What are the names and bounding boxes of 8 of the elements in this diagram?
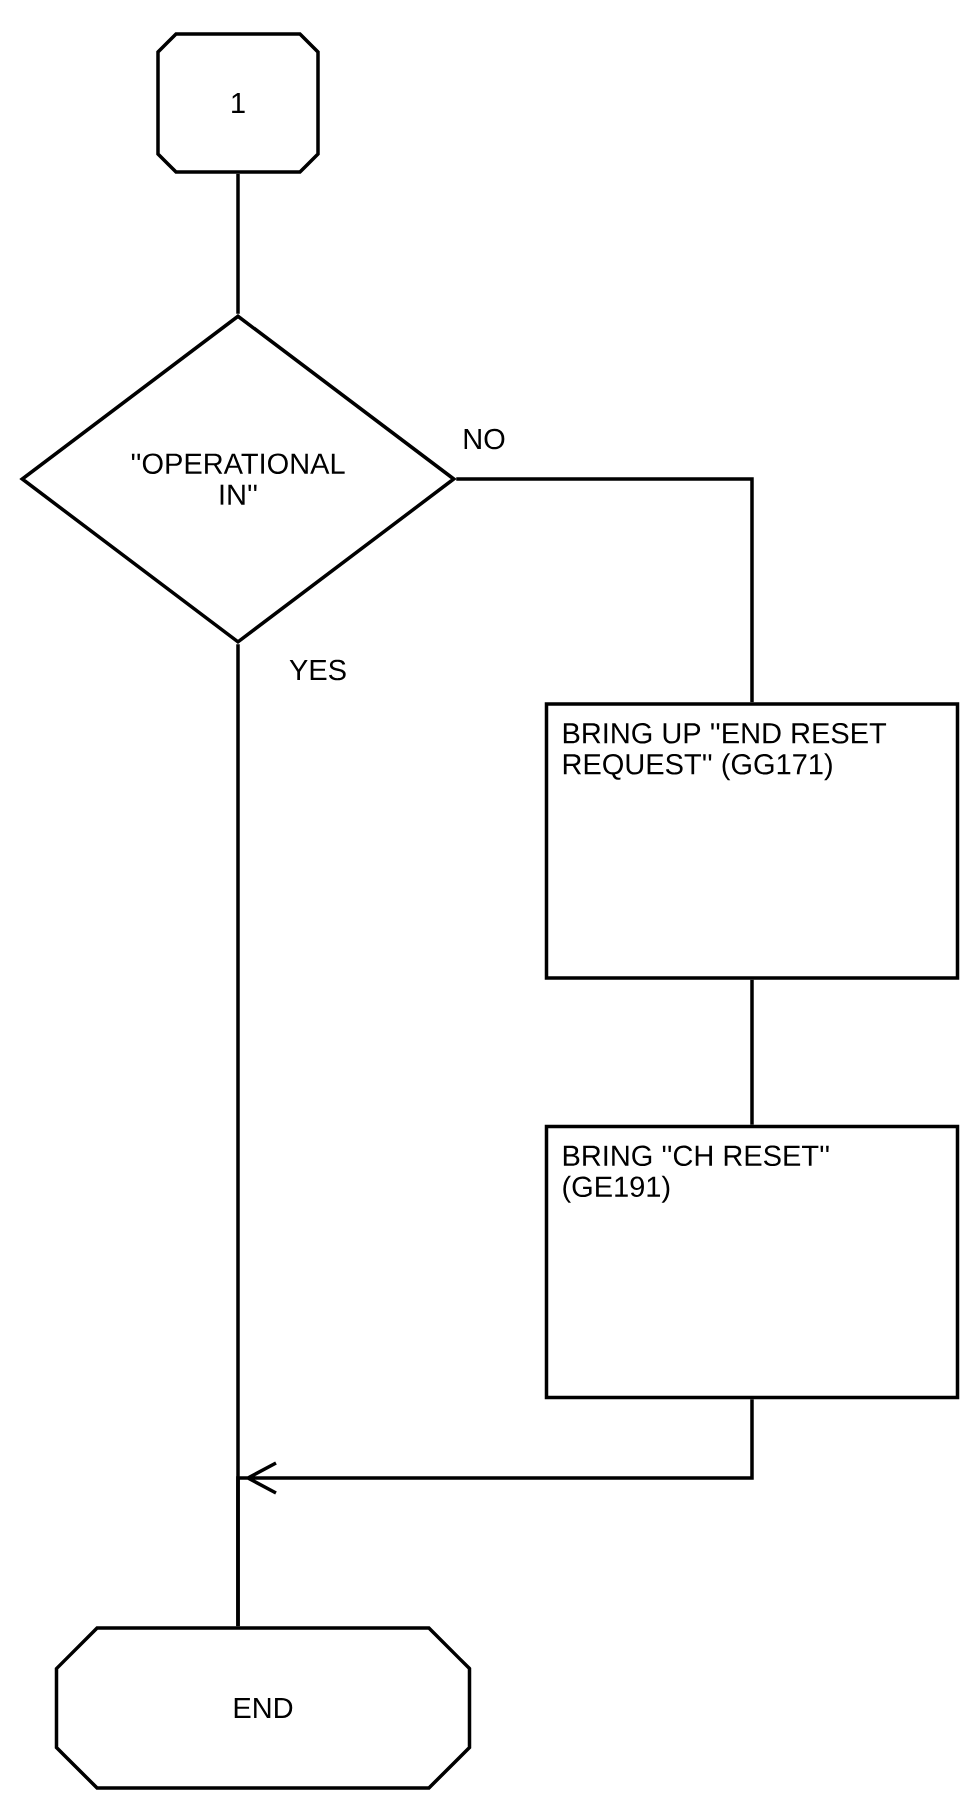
- edge-label: NO: [464, 428, 505, 450]
- connector-line: [750, 979, 754, 1125]
- process-box: BRING UP ''END RESET REQUEST'' (GG171): [544, 702, 960, 980]
- process-box: BRING ''CH RESET'' (GE191): [544, 1124, 960, 1400]
- connector-line: [236, 644, 240, 1627]
- connector-line: [456, 477, 754, 703]
- connector-line: [236, 173, 240, 314]
- edge-label: YES: [289, 659, 346, 681]
